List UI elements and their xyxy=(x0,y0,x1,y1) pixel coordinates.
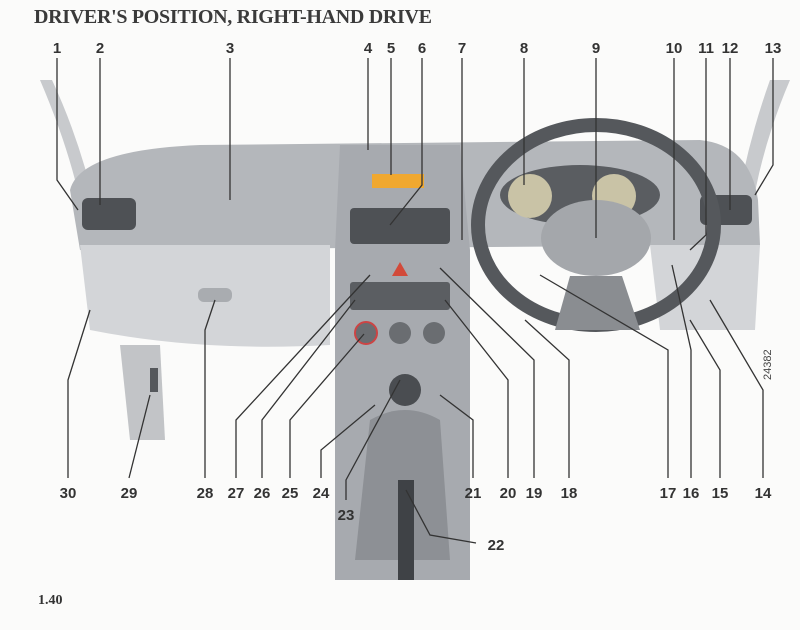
callout-20: 20 xyxy=(500,485,517,502)
callout-27: 27 xyxy=(228,485,245,502)
glovebox-handle xyxy=(198,288,232,302)
callout-18: 18 xyxy=(561,485,578,502)
page-number: 1.40 xyxy=(38,593,63,608)
handbrake xyxy=(398,480,414,580)
callout-13: 13 xyxy=(765,40,782,57)
callout-9: 9 xyxy=(592,40,600,57)
callout-10: 10 xyxy=(666,40,683,57)
callout-29: 29 xyxy=(121,485,138,502)
callout-4: 4 xyxy=(364,40,373,57)
radio xyxy=(350,282,450,310)
callout-1: 1 xyxy=(53,40,61,57)
bonnet-release xyxy=(150,368,158,392)
callout-26: 26 xyxy=(254,485,271,502)
display-screen xyxy=(372,174,424,188)
callout-17: 17 xyxy=(660,485,677,502)
callout-3: 3 xyxy=(226,40,234,57)
heating-control-center xyxy=(389,322,411,344)
callout-22: 22 xyxy=(488,537,505,554)
right-lower-panel xyxy=(650,245,760,330)
callout-30: 30 xyxy=(60,485,77,502)
callout-23: 23 xyxy=(338,507,355,524)
callout-11: 11 xyxy=(698,40,714,57)
callout-25: 25 xyxy=(282,485,299,502)
callout-16: 16 xyxy=(683,485,700,502)
callout-14: 14 xyxy=(755,485,772,502)
figure-reference: 24382 xyxy=(762,349,774,380)
callout-2: 2 xyxy=(96,40,104,57)
callout-5: 5 xyxy=(387,40,395,57)
hazard-warning-switch xyxy=(392,262,408,276)
callout-19: 19 xyxy=(526,485,543,502)
steering-column xyxy=(555,276,640,330)
heating-control-right xyxy=(423,322,445,344)
callout-24: 24 xyxy=(313,485,330,502)
callout-7: 7 xyxy=(458,40,466,57)
callout-28: 28 xyxy=(197,485,214,502)
callout-21: 21 xyxy=(465,485,482,502)
gear-lever-knob xyxy=(389,374,421,406)
speedometer xyxy=(508,174,552,218)
callout-12: 12 xyxy=(722,40,739,57)
callout-6: 6 xyxy=(418,40,426,57)
leader-lines xyxy=(56,58,774,544)
center-air-vents xyxy=(350,208,450,244)
page-title: DRIVER'S POSITION, RIGHT-HAND DRIVE xyxy=(34,6,432,28)
callout-8: 8 xyxy=(520,40,528,57)
callout-15: 15 xyxy=(712,485,729,502)
left-air-vent xyxy=(82,198,136,230)
